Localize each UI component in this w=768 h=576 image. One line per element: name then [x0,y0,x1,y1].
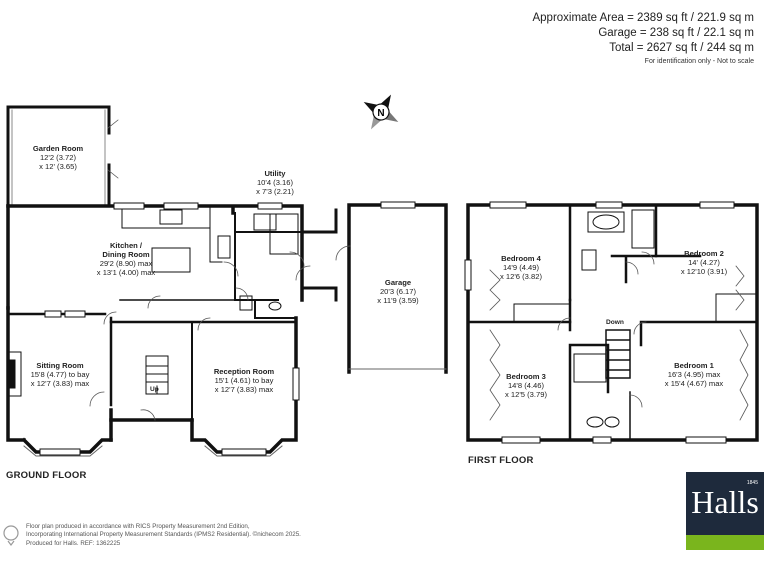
room-bedroom-2: Bedroom 2 14' (4.27) x 12'10 (3.91) [681,249,727,276]
room-dimension: x 12'10 (3.91) [680,267,728,276]
room-dimension: 15'8 (4.77) to bay [30,370,90,379]
room-dimension: 14'9 (4.49) [502,263,540,272]
garage-area: Garage = 238 sq ft / 22.1 sq m [598,27,754,39]
room-name: Bedroom 4 [501,254,541,263]
room-name: Kitchen / [109,241,143,250]
room-dimension: 12'2 (3.72) [39,153,77,162]
room-reception-room: Reception Room 15'1 (4.61) to bay x 12'7… [214,367,274,394]
room-sitting-room: Sitting Room 15'8 (4.77) to bay x 12'7 (… [31,361,90,388]
stairs-up-label: Up [150,386,159,393]
room-name: Bedroom 3 [506,372,546,381]
approximate-area: Approximate Area = 2389 sq ft / 221.9 sq… [532,12,754,24]
first-floor-label: FIRST FLOOR [468,455,534,466]
room-name: Garden Room [32,144,84,153]
room-dimension: 14'8 (4.46) [507,381,545,390]
room-name-line2: Dining Room [102,250,150,259]
logo-green-bar [686,535,764,550]
room-utility: Utility 10'4 (3.16) x 7'3 (2.21) [256,169,294,196]
room-kitchen-dining: Kitchen / Dining Room 29'2 (8.90) max x … [97,241,155,277]
room-dimension: x 7'3 (2.21) [256,187,294,196]
room-bedroom-4: Bedroom 4 14'9 (4.49) x 12'6 (3.82) [500,254,542,281]
room-dimension: x 12'6 (3.82) [500,272,542,281]
room-dimension: x 12' (3.65) [39,162,77,171]
room-garden-room: Garden Room 12'2 (3.72) x 12' (3.65) [33,144,83,171]
logo-wordmark: Halls [691,484,759,520]
room-dimension: x 12'7 (3.83) max [30,379,90,388]
room-name: Bedroom 2 [684,249,724,258]
room-dimension: x 12'5 (3.79) [505,390,547,399]
room-dimension: x 15'4 (4.67) max [664,379,724,388]
total-area: Total = 2627 sq ft / 244 sq m [609,42,754,54]
footer-line: Produced for Halls. REF: 1362225 [26,539,121,547]
room-name: Utility [264,169,286,178]
room-name: Bedroom 1 [674,361,714,370]
room-dimension: 29'2 (8.90) max [99,259,153,268]
room-dimension: 10'4 (3.16) [256,178,294,187]
scale-note: For identification only - Not to scale [644,58,754,65]
room-dimension: x 12'7 (3.83) max [214,385,274,394]
room-name: Reception Room [213,367,275,376]
room-bedroom-1: Bedroom 1 16'3 (4.95) max x 15'4 (4.67) … [665,361,723,388]
footer-line: Floor plan produced in accordance with R… [26,523,250,530]
halls-logo: 1845 Halls [686,472,764,550]
ground-floor-label: GROUND FLOOR [6,470,87,481]
room-garage: Garage 20'3 (6.17) x 11'9 (3.59) [377,278,418,305]
logo-year: 1845 [746,480,758,486]
room-name: Garage [384,278,412,287]
stairs-down-label: Down [606,319,624,326]
compass-north-label: N [377,108,384,119]
rics-icon [3,525,19,546]
room-dimension: x 13'1 (4.00) max [96,268,156,277]
footer-line: Incorporating International Property Mea… [26,531,301,539]
room-bedroom-3: Bedroom 3 14'8 (4.46) x 12'5 (3.79) [505,372,547,399]
room-dimension: x 11'9 (3.59) [377,296,419,305]
room-dimension: 16'3 (4.95) max [667,370,721,379]
room-dimension: 15'1 (4.61) to bay [214,376,274,385]
compass-rose [363,94,399,130]
windows [39,201,735,456]
room-dimension: 14' (4.27) [688,258,720,267]
room-dimension: 20'3 (6.17) [379,287,417,296]
room-name: Sitting Room [36,361,84,370]
footer-disclaimer: Floor plan produced in accordance with R… [26,523,301,548]
